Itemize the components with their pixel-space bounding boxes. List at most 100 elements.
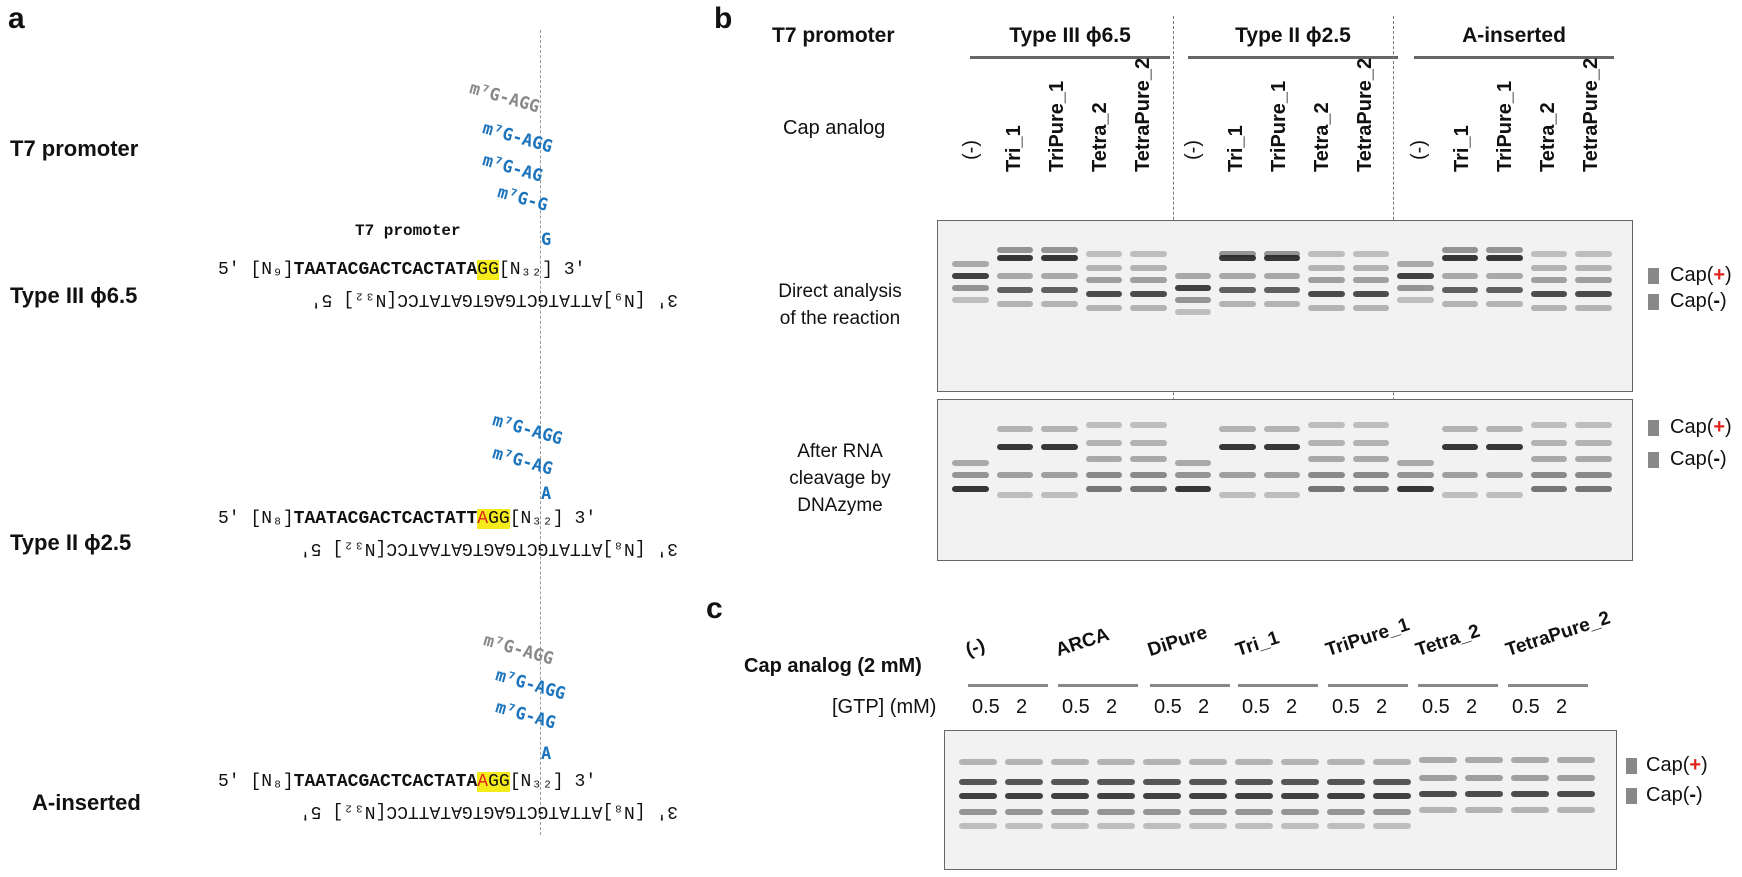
gel-band: [1130, 486, 1167, 492]
gel-band: [1130, 265, 1167, 271]
gel-band: [1130, 456, 1167, 462]
b-lane-label: Tri_1: [1003, 125, 1025, 172]
gel-band: [1143, 759, 1181, 765]
gel-band: [996, 444, 1033, 450]
gel-band: [1308, 251, 1345, 257]
c-legend-plus-marker: [1626, 758, 1637, 774]
gel-band: [996, 472, 1033, 478]
gel-band: [1530, 486, 1567, 492]
gel-band: [1281, 779, 1319, 785]
gel-band: [1419, 757, 1457, 763]
gel-band: [1143, 779, 1181, 785]
gel-band: [1051, 823, 1089, 829]
t7-promoter-mono-label: T7 promoter: [355, 222, 461, 240]
gel-band: [1575, 486, 1612, 492]
c-cap-analog-label: Cap analog (2 mM): [744, 655, 922, 677]
gel-band: [1557, 775, 1595, 781]
c-group-underline: [1238, 684, 1318, 687]
b1-legend-plus-marker: [1648, 268, 1659, 284]
gel-band: [1235, 779, 1273, 785]
gel-band: [1085, 251, 1122, 257]
gel-band: [1281, 793, 1319, 799]
b-lane-label: Tri_1: [1451, 125, 1473, 172]
gel-band: [996, 247, 1033, 253]
gel-band: [1308, 486, 1345, 492]
b-lane-label: (-): [960, 140, 982, 160]
gel-band: [1530, 251, 1567, 257]
gel-band: [1085, 291, 1122, 297]
gel-band: [1051, 779, 1089, 785]
cap-type3-3: m⁷G-AG: [480, 150, 545, 187]
gel-band: [1352, 251, 1389, 257]
type3-label: Type III ϕ6.5: [10, 283, 138, 308]
c-group-label: ARCA: [1053, 624, 1112, 662]
gel-band: [1005, 793, 1043, 799]
gel-band: [1130, 305, 1167, 311]
gel-band: [1219, 287, 1256, 293]
b-lane-label: Tri_1: [1225, 125, 1247, 172]
gel-band: [1005, 779, 1043, 785]
gel-band: [1235, 793, 1273, 799]
gel-band: [1511, 757, 1549, 763]
c-legend-minus-marker: [1626, 788, 1637, 804]
gel-band: [1397, 273, 1434, 279]
gel-band: [1441, 247, 1478, 253]
gel-band: [1441, 426, 1478, 432]
gel-band: [1486, 472, 1523, 478]
gel-band: [1085, 440, 1122, 446]
gel-band: [1263, 273, 1300, 279]
gel-band: [1041, 255, 1078, 261]
gel-band: [1373, 823, 1411, 829]
gel-band: [1486, 273, 1523, 279]
gel-band: [1373, 759, 1411, 765]
c-legend-cap-plus: Cap(+): [1646, 754, 1708, 776]
gel-band: [952, 261, 989, 267]
gel-band: [1575, 305, 1612, 311]
gel-band: [1005, 809, 1043, 815]
gel-band: [1174, 273, 1211, 279]
c-group-label: TriPure_1: [1323, 614, 1413, 662]
c-gtp-value: 2: [1106, 696, 1118, 718]
gel-band: [959, 823, 997, 829]
gel-band: [1085, 456, 1122, 462]
gel-band: [1352, 486, 1389, 492]
c-gtp-value: 0.5: [972, 696, 1000, 718]
gel-band: [1352, 291, 1389, 297]
gel-band: [1486, 247, 1523, 253]
initiating-type3: G: [541, 230, 552, 250]
gel-band: [952, 472, 989, 478]
panel-b-letter: b: [714, 2, 733, 35]
b-lane-label: TriPure_1: [1494, 80, 1516, 172]
cap-type3-1: m⁷G-AGG: [467, 78, 542, 118]
gel-band: [1397, 472, 1434, 478]
b-lane-label: TetraPure_2: [1354, 57, 1376, 172]
gel-band: [1085, 472, 1122, 478]
gel-band: [1530, 472, 1567, 478]
gel-band: [996, 492, 1033, 498]
gel-band: [1373, 779, 1411, 785]
gel-band: [1308, 422, 1345, 428]
type2-top-strand: 5′ [N₈]TAATACGACTCACTATTAGG[N₃₂] 3′: [218, 509, 597, 529]
gel-band: [1327, 793, 1365, 799]
gel-band: [1041, 444, 1078, 450]
gel-band: [1235, 823, 1273, 829]
gel-band: [1373, 809, 1411, 815]
gel-band: [959, 809, 997, 815]
gel-band: [1352, 422, 1389, 428]
b-lane-label: TriPure_1: [1268, 80, 1290, 172]
gel-band: [1130, 277, 1167, 283]
gel-band: [996, 287, 1033, 293]
gel-band: [1327, 823, 1365, 829]
gel-band: [1352, 305, 1389, 311]
gel-band: [1557, 757, 1595, 763]
gel-band: [1189, 793, 1227, 799]
b-lane-label: TriPure_1: [1046, 80, 1068, 172]
cap-type2-2: m⁷G-AG: [490, 443, 555, 480]
gel-band: [1575, 440, 1612, 446]
gel-band: [1263, 287, 1300, 293]
gel-band: [1419, 791, 1457, 797]
b-lane-label: Tetra_2: [1537, 102, 1559, 172]
initiating-ains: A: [541, 744, 552, 764]
gel-band: [1575, 265, 1612, 271]
gel-band: [1097, 793, 1135, 799]
